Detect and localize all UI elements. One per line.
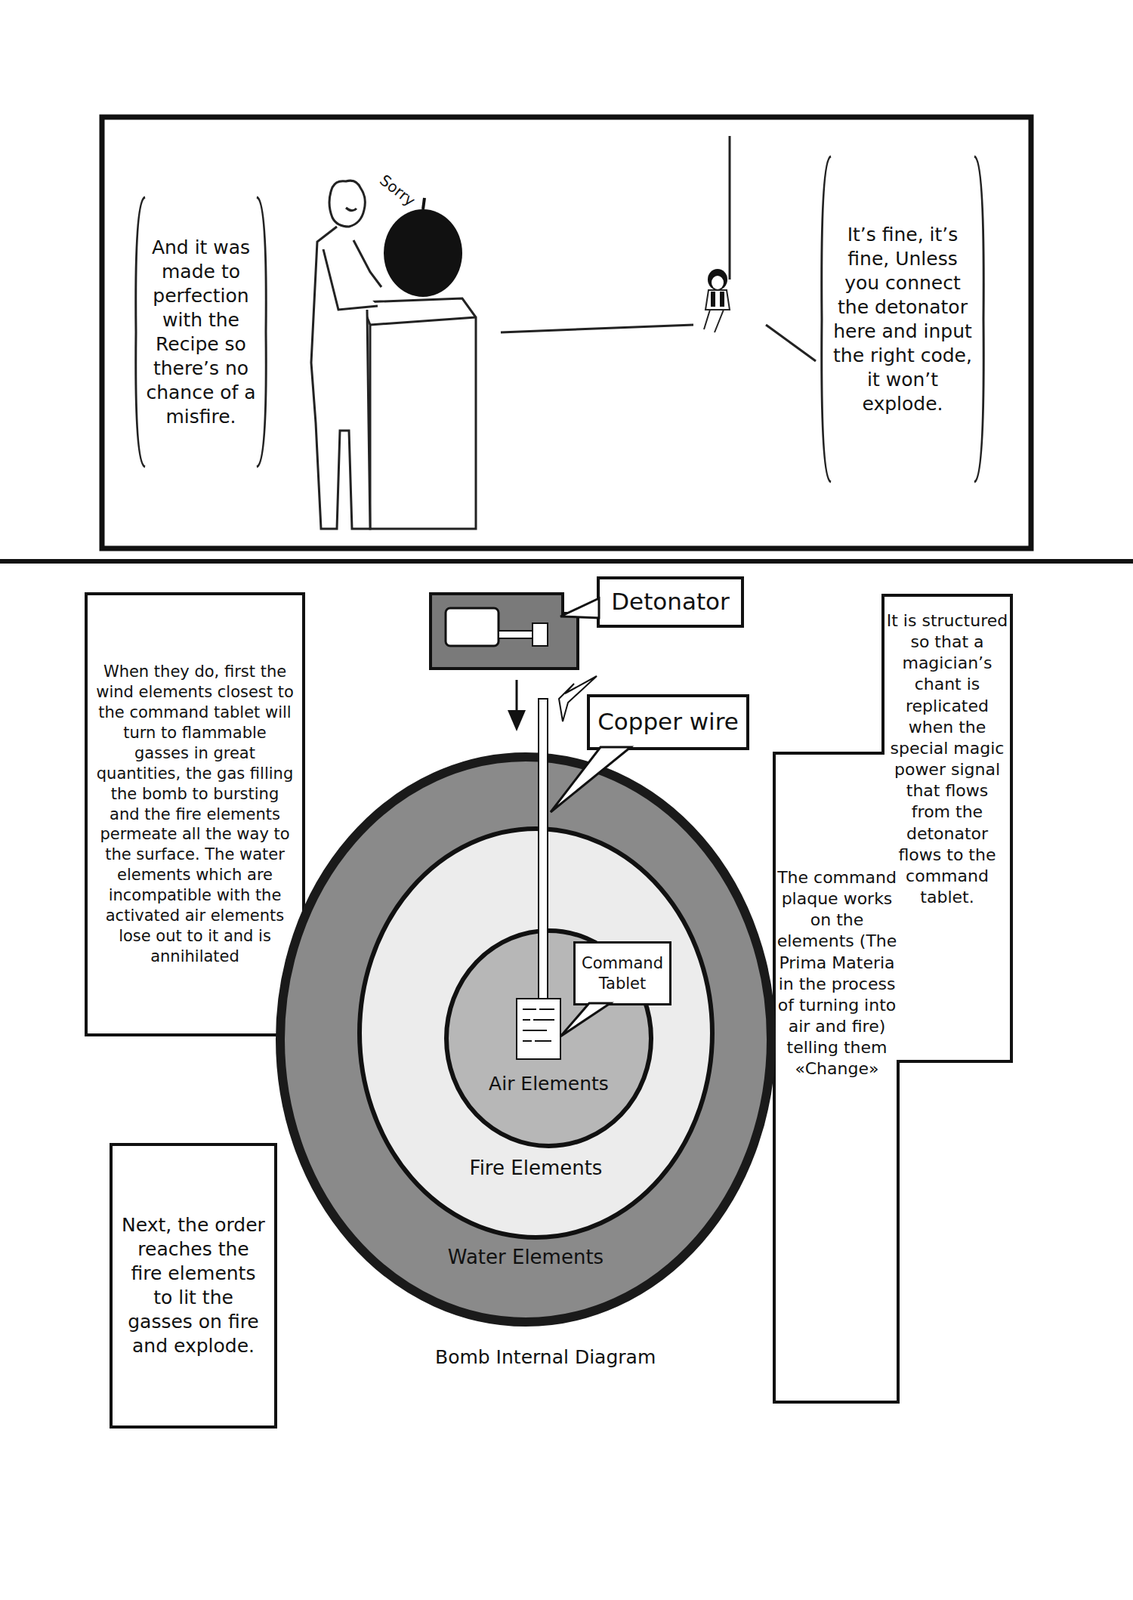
callout-tail	[560, 598, 599, 618]
bomb-figure	[383, 197, 463, 297]
panel-frame	[101, 117, 1032, 549]
girl-figure	[703, 268, 730, 333]
box-border	[111, 1144, 276, 1427]
callout-box: Copper wire	[586, 694, 750, 751]
node-text: Detonator	[605, 586, 735, 618]
page-divider	[0, 558, 1133, 564]
bubble-edge	[821, 156, 831, 482]
node-text: Next, the order reaches the fire element…	[120, 1213, 267, 1359]
bubble-ground	[132, 194, 269, 470]
node-text: It’s fine, it’s fine, Unless you connect…	[829, 222, 976, 417]
bubble-edge	[135, 197, 146, 467]
room-lines	[500, 135, 816, 362]
bubble-edge	[256, 197, 266, 467]
node-text: The command plaque works on the elements…	[775, 867, 899, 1081]
box-border	[598, 577, 743, 627]
speech-bubble: And it was made to perfection with the R…	[132, 194, 269, 470]
desk	[361, 298, 476, 529]
speech-bubble-outline	[818, 153, 987, 485]
callout-box: Detonator	[596, 576, 745, 628]
node-text: Copper wire	[595, 706, 741, 738]
sound-effect: Sorry	[376, 170, 419, 210]
man-figure	[311, 180, 382, 529]
node-text: It is structured so that a magician’s ch…	[884, 610, 1010, 908]
node-text: Air Elements	[444, 1071, 654, 1096]
box-border	[86, 593, 304, 1035]
node-text: Fire Elements	[357, 1155, 715, 1181]
insert-arrow	[507, 679, 526, 732]
box-border	[574, 942, 671, 1005]
narration-box-outline	[109, 1142, 278, 1429]
bubble-edge	[974, 156, 984, 482]
callout-box-outline	[573, 941, 672, 1006]
node-text: And it was made to perfection with the R…	[143, 235, 259, 430]
narration-box: Next, the order reaches the fire element…	[109, 1142, 278, 1429]
diagram-caption: Bomb Internal Diagram	[435, 1346, 656, 1368]
box-border	[774, 595, 1012, 1402]
node-text: Water Elements	[275, 1244, 776, 1270]
speech-bubble: It’s fine, it’s fine, Unless you connect…	[818, 153, 987, 485]
layer-outline	[280, 756, 772, 1322]
node-text: Command Tablet	[580, 953, 665, 995]
callout-box: Command Tablet	[573, 941, 672, 1006]
box-border	[588, 695, 748, 749]
air-layer: Air ElementsCommand Tablet	[444, 928, 654, 1149]
narration-box: When they do, first the wind elements cl…	[84, 592, 306, 1037]
detonator-device	[430, 593, 578, 669]
fire-layer: Fire ElementsAir ElementsCommand Tablet	[357, 826, 715, 1240]
speech-bubble-outline	[132, 194, 269, 470]
node-text: When they do, first the wind elements cl…	[95, 661, 295, 967]
bubble-ground	[818, 153, 987, 485]
water-layer: Water ElementsFire ElementsAir ElementsC…	[275, 752, 776, 1327]
narration-box: It is structured so that a magician’s ch…	[772, 593, 1013, 1404]
